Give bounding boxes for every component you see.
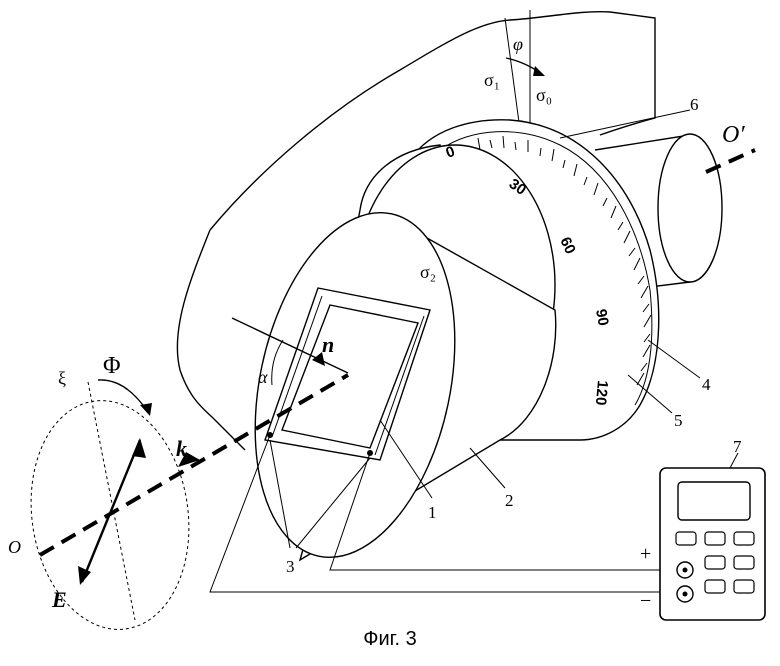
label-O: O [8,537,21,557]
support-body-lower-outline [176,229,246,451]
dial-ring-face [439,131,653,406]
label-sigma0: σ₀ [536,85,552,105]
k-vector-arrowhead [178,452,200,467]
label-sigma2: σ₂ [420,262,436,282]
scale-mark-30: 30 [506,175,529,198]
leader-6 [559,109,691,139]
part-number-3: 3 [286,557,295,576]
leader-7 [729,452,739,469]
terminal-minus-label: − [640,590,651,612]
label-xi: ξ [58,368,66,388]
part-number-4: 4 [702,375,711,394]
leader-4 [647,339,701,379]
label-phi-scale: φ [513,34,523,54]
meter-device [659,467,766,621]
meter-keys [675,531,755,594]
dial-scale-ticks [477,135,652,386]
label-alpha: α [258,367,268,387]
label-k: k [176,436,187,461]
leader-3b [295,457,371,549]
normal-n-line [231,317,349,374]
label-sigma1: σ₁ [484,70,500,90]
scale-mark-90: 90 [592,308,612,327]
label-E: E [51,587,67,612]
e-vector-arrowhead-top [132,438,146,458]
sample-plate-inner [281,304,419,449]
wire-plus [329,452,683,571]
part-number-1: 1 [428,503,437,522]
part-number-5: 5 [674,411,683,430]
e-vector-arrowhead-bottom [78,566,91,585]
leader-3a [269,439,291,549]
beam-axis-front [38,373,350,557]
terminal-plus-label: + [640,543,651,565]
phi-angle-arc [97,379,149,413]
polarization-ellipse [30,400,190,630]
leader-5 [627,374,673,414]
xi-axis-line [87,381,136,621]
rear-shaft-end [657,133,723,283]
part-number-2: 2 [505,491,514,510]
scale-mark-120: 120 [592,380,611,406]
leader-1 [379,419,433,499]
wire-minus [209,434,683,593]
sample-plate-edge-2 [374,315,425,456]
phi-scale-arrowhead [533,66,545,76]
beam-axis-rear [705,148,756,174]
meter-display [677,481,751,521]
phi-angle-arrowhead [140,403,152,416]
label-O-prime: O′ [722,122,745,148]
part-number-6: 6 [690,95,699,114]
alpha-arc [271,339,284,386]
label-Phi: Φ [103,353,121,379]
part-number-7: 7 [733,437,742,456]
normal-n-arrowhead [312,352,325,366]
leader-2 [469,447,506,489]
sigma1-plane-line [504,17,521,131]
figure-caption: Фиг. 3 [363,628,417,650]
label-n: n [322,332,334,357]
e-vector-line [80,439,142,583]
scale-mark-60: 60 [556,235,578,257]
